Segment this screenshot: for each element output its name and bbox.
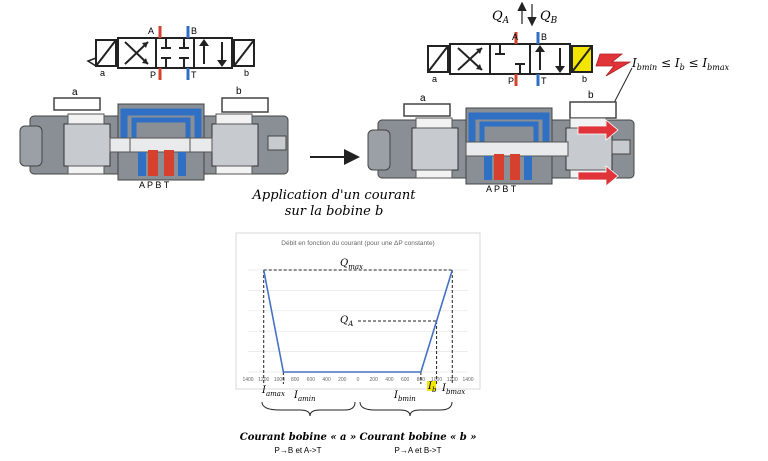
right-body-label-a: a	[420, 93, 426, 104]
legend-a-title: Courant bobine « a »	[240, 432, 357, 443]
left-sym-port-a: A	[148, 26, 154, 36]
i-amin-label: Iamin	[293, 390, 316, 403]
chart-x-tick-label: 200	[370, 377, 379, 383]
caption-line1: Application d'un courant	[252, 188, 417, 203]
chart-x-tick-label: 400	[322, 377, 331, 383]
left-valve-symbol	[86, 26, 255, 80]
legend-b-desc: P→A et B->T	[395, 446, 442, 455]
chart-x-tick-label: 1400	[462, 377, 473, 383]
left-body-label-b: b	[236, 86, 242, 97]
right-valve-symbol	[427, 1, 633, 131]
caption-line2: sur la bobine b	[285, 204, 384, 219]
left-valve-body	[19, 97, 289, 181]
chart-x-tick-label: 0	[357, 377, 360, 383]
right-body-ports: A P B T	[486, 184, 517, 194]
chart-x-tick-label: 800	[291, 377, 300, 383]
right-valve-body	[367, 101, 635, 187]
ib-highlight	[427, 381, 436, 391]
qmax-label: Qmax	[340, 258, 363, 271]
chart-series	[262, 269, 454, 373]
flow-qa-label: QA	[492, 9, 510, 26]
qa-label: QA	[340, 315, 353, 328]
right-sym-port-a: A	[512, 32, 518, 42]
chart-x-tick-label: 400	[385, 377, 394, 383]
left-sym-solenoid-a: a	[100, 68, 105, 78]
right-sym-port-p: P	[508, 76, 514, 86]
legend-b-title: Courant bobine « b »	[359, 432, 476, 443]
left-sym-port-b: B	[191, 26, 197, 36]
right-sym-port-b: B	[541, 32, 547, 42]
chart-title: Débit en fonction du courant (pour une Δ…	[281, 240, 434, 247]
right-sym-solenoid-a: a	[432, 74, 437, 84]
i-amax-label: Iamax	[261, 385, 285, 398]
chart-x-tick-label: 1000	[274, 377, 285, 383]
chart-x-tick-label: 1000	[431, 377, 442, 383]
left-body-label-a: a	[72, 87, 78, 98]
left-body-ports: A P B T	[139, 180, 170, 190]
legend-a-desc: P→B et A->T	[275, 446, 322, 455]
right-body-label-b: b	[588, 90, 594, 101]
right-sym-port-t: T	[541, 76, 547, 86]
left-sym-port-p: P	[150, 70, 156, 80]
i-bmin-label: Ibmin	[393, 390, 416, 403]
chart-x-tick-label: 1400	[242, 377, 253, 383]
chart-x-tick-label: 600	[401, 377, 410, 383]
brace-b	[359, 401, 453, 417]
left-sym-solenoid-b: b	[244, 68, 249, 78]
current-range-label: Ibmin ≤ Ib ≤ Ibmax	[631, 56, 730, 72]
flow-qb-label: QB	[540, 9, 558, 26]
brace-a	[261, 401, 356, 417]
chart-series-line	[262, 269, 454, 373]
i-b-label: Ib	[427, 381, 437, 394]
right-sym-solenoid-b: b	[582, 74, 587, 84]
left-sym-port-t: T	[191, 70, 197, 80]
chart-guides	[263, 269, 453, 384]
chart-x-tick-label: 200	[338, 377, 347, 383]
chart-x-tick-label: 600	[307, 377, 316, 383]
i-bmax-label: Ibmax	[441, 383, 465, 396]
